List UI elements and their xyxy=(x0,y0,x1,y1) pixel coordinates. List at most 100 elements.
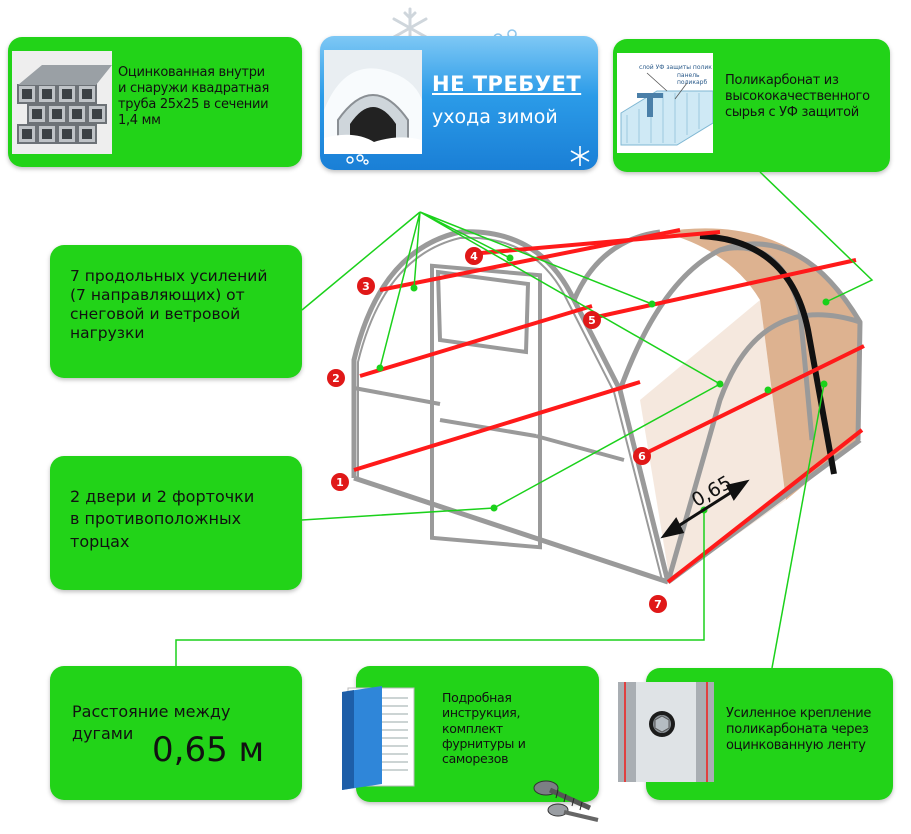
fastening-card: Усиленное крепление поликарбоната через … xyxy=(618,668,893,800)
polycarbonate-cover-side xyxy=(640,300,786,582)
connector-dot xyxy=(376,364,384,372)
reinforcements-line: нагрузки xyxy=(70,323,145,342)
pipe-line: труба 25х25 в сечении xyxy=(118,96,269,112)
polycarbonate-line: высококачественного xyxy=(725,88,870,104)
dimension-arrow xyxy=(671,486,739,532)
fastening-text: Усиленное крепление поликарбоната через … xyxy=(726,706,890,754)
kit-line: фурнитуры и xyxy=(442,735,526,751)
marker-3: 3 xyxy=(357,277,375,295)
pipe-line: 1,4 мм xyxy=(118,112,161,128)
polycarbonate-line: Поликарбонат из xyxy=(725,73,839,88)
svg-text:7: 7 xyxy=(654,598,662,611)
marker-7: 7 xyxy=(649,595,667,613)
pipe-info-text: Оцинкованная внутри и снаружи квадратная… xyxy=(118,65,300,128)
rail-7 xyxy=(666,428,864,584)
rail-5 xyxy=(591,258,857,320)
svg-text:4: 4 xyxy=(470,250,478,263)
svg-text:2: 2 xyxy=(332,372,340,385)
kit-line: саморезов xyxy=(442,751,509,766)
rail-2 xyxy=(359,304,593,378)
connector-reinforcements xyxy=(301,211,721,385)
front-arch-inner xyxy=(357,236,663,581)
kit-line: комплект xyxy=(442,720,503,736)
front-door-frame xyxy=(430,263,542,550)
distance-card: Расстояние между дугами 0,65 м xyxy=(50,666,302,800)
connector-fastening xyxy=(771,383,825,669)
marker-4: 4 xyxy=(465,247,483,265)
front-window-frame xyxy=(435,269,531,355)
doors-card: 2 двери и 2 форточки в противоположных т… xyxy=(50,456,302,590)
arch xyxy=(571,229,661,301)
connector-dot xyxy=(764,386,772,394)
fastening-photo xyxy=(618,682,714,782)
distance-value: 0,65 м xyxy=(152,730,265,770)
rail-6 xyxy=(639,344,865,458)
pipe-info-card: Оцинкованная внутри и снаружи квадратная… xyxy=(8,37,302,167)
polycarbonate-profile-icon: слой УФ защиты полик панель поликарб xyxy=(617,53,714,153)
connector-dot xyxy=(410,284,418,292)
doors-line: 2 двери и 2 форточки xyxy=(70,487,255,506)
polycarbonate-line: сырья с УФ защитой xyxy=(725,104,859,120)
pipe-line: Оцинкованная внутри xyxy=(118,65,265,80)
connector-distance xyxy=(175,510,705,666)
connector-polycarbonate xyxy=(759,171,874,303)
svg-text:6: 6 xyxy=(638,450,646,463)
reinforcements-text: 7 продольных усилений (7 направляющих) о… xyxy=(70,267,300,343)
arch xyxy=(665,312,861,583)
kit-line: Подробная xyxy=(442,690,512,705)
polycarbonate-inset-label: панель xyxy=(677,72,700,79)
snowflake-icon xyxy=(570,146,590,166)
winter-card: НЕ ТРЕБУЕТ ухода зимой xyxy=(320,36,598,170)
pipe-photo xyxy=(12,51,112,154)
distance-label-line2: дугами xyxy=(72,724,134,743)
reinforcements-line: снеговой и ветровой xyxy=(70,304,241,323)
rail-4 xyxy=(469,230,721,256)
screw-icon xyxy=(533,780,599,822)
reinforcements-card: 7 продольных усилений (7 направляющих) о… xyxy=(50,245,302,378)
marker-2: 2 xyxy=(327,369,345,387)
marker-1: 1 xyxy=(331,473,349,491)
distance-label-line1: Расстояние между xyxy=(72,702,231,721)
fastening-strip xyxy=(699,233,837,475)
reinforcements-line: 7 продольных усилений xyxy=(70,267,268,285)
base-rail xyxy=(353,475,669,585)
svg-text:5: 5 xyxy=(588,314,596,327)
connector-doors xyxy=(301,383,721,521)
fastening-line: Усиленное крепление xyxy=(726,706,872,721)
polycarbonate-card: слой УФ защиты полик панель поликарб Пол… xyxy=(613,39,890,172)
metal-strip-bolt-icon xyxy=(618,682,714,782)
square-pipe-bundle-icon xyxy=(12,51,112,154)
snowflake-icon xyxy=(346,154,369,165)
doors-text: 2 двери и 2 форточки в противоположных т… xyxy=(70,486,300,553)
svg-text:3: 3 xyxy=(362,280,370,293)
connector-dot xyxy=(648,300,656,308)
connector-dot xyxy=(822,298,830,306)
polycarbonate-text: Поликарбонат из высококачественного сырь… xyxy=(725,73,887,121)
front-mid-rail xyxy=(353,386,441,406)
kit-line: инструкция, xyxy=(442,705,521,721)
dimension-arrowhead xyxy=(660,517,685,539)
front-mid-rail xyxy=(535,434,625,462)
fastening-line: поликарбоната через xyxy=(726,721,869,737)
marker-6: 6 xyxy=(633,447,651,465)
fastening-line: оцинкованную ленту xyxy=(726,737,866,753)
doors-line: торцах xyxy=(70,531,130,551)
rail-1 xyxy=(353,380,641,472)
manual-book-icon xyxy=(342,686,415,790)
winter-heading: НЕ ТРЕБУЕТ xyxy=(432,72,582,96)
polycarbonate-inset-label: слой УФ защиты полик xyxy=(639,64,712,71)
connector-dot xyxy=(716,380,724,388)
winter-subheading: ухода зимой xyxy=(432,106,558,128)
marker-5: 5 xyxy=(583,311,601,329)
connector-dot xyxy=(490,504,498,512)
kit-card: Подробная инструкция, комплект фурнитуры… xyxy=(342,666,599,802)
snow-tunnel-icon xyxy=(324,50,422,154)
kit-text: Подробная инструкция, комплект фурнитуры… xyxy=(442,690,592,766)
connector-dot xyxy=(506,254,514,262)
pipe-line: и снаружи квадратная xyxy=(118,80,269,96)
dimension-arrowhead xyxy=(725,479,750,501)
connector-dot xyxy=(820,380,828,388)
reinforcements-line: (7 направляющих) от xyxy=(70,285,245,304)
polycarbonate-photo: слой УФ защиты полик панель поликарб xyxy=(617,53,714,153)
